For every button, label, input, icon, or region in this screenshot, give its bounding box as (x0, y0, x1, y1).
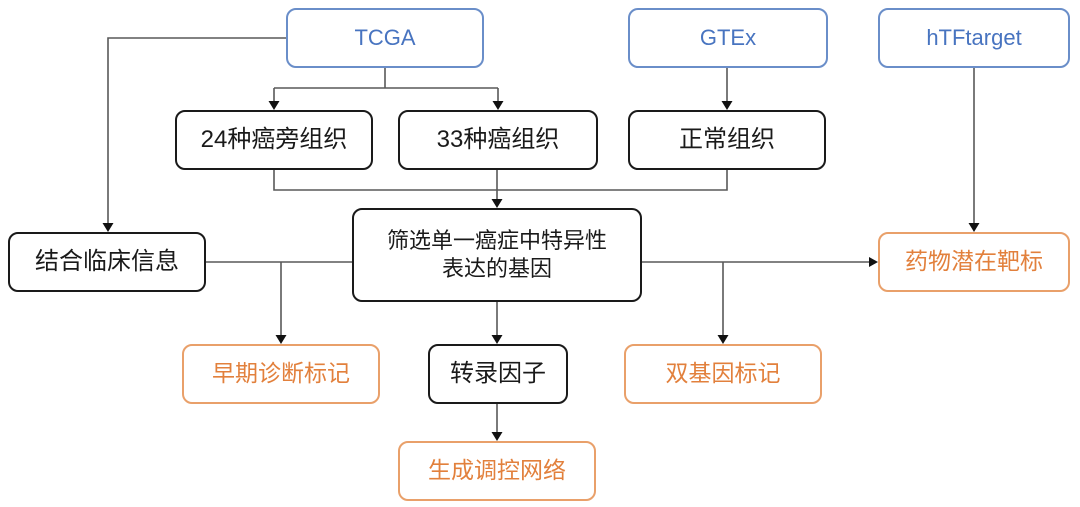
node-earlydiag[interactable]: 早期诊断标记 (182, 344, 380, 404)
arrowhead-tf-to-network (491, 432, 503, 441)
node-label-normal: 正常组织 (679, 125, 775, 153)
arrowhead-tcga-to-clinical (102, 223, 114, 232)
node-drugtarget[interactable]: 药物潜在靶标 (878, 232, 1070, 292)
node-label-drugtarget: 药物潜在靶标 (905, 248, 1043, 275)
arrowhead-htftarget-to-drugtarget (968, 223, 980, 232)
node-clinical[interactable]: 结合临床信息 (8, 232, 206, 292)
node-gtex[interactable]: GTEx (628, 8, 828, 68)
node-label-paracancer: 24种癌旁组织 (200, 125, 348, 153)
arrowhead-tcga-to-paracancer (268, 101, 280, 110)
node-label-dualgene: 双基因标记 (665, 360, 781, 387)
node-htftarget[interactable]: hTFtarget (878, 8, 1070, 68)
node-network[interactable]: 生成调控网络 (398, 441, 596, 501)
arrowhead-gtex-to-normal (721, 101, 733, 110)
node-tcga[interactable]: TCGA (286, 8, 484, 68)
node-label-clinical: 结合临床信息 (35, 247, 179, 275)
edge-normal-to-screen (497, 170, 728, 191)
arrowhead-screen-to-dualgene (717, 335, 729, 344)
node-cancer[interactable]: 33种癌组织 (398, 110, 598, 170)
arrowhead-screen-to-drugtarget (869, 257, 878, 267)
node-label-cancer: 33种癌组织 (436, 125, 560, 153)
node-tf[interactable]: 转录因子 (428, 344, 568, 404)
node-normal[interactable]: 正常组织 (628, 110, 826, 170)
node-paracancer[interactable]: 24种癌旁组织 (175, 110, 373, 170)
arrowhead-cancer-to-screen (491, 199, 503, 208)
edge-tcga-to-paracancer (273, 68, 498, 104)
node-dualgene[interactable]: 双基因标记 (624, 344, 822, 404)
arrowhead-screen-to-tf (491, 335, 503, 344)
arrowhead-tcga-to-cancer (492, 101, 504, 110)
node-label-htftarget: hTFtarget (926, 24, 1022, 50)
node-screen[interactable]: 筛选单一癌症中特异性 表达的基因 (352, 208, 642, 302)
node-label-screen: 筛选单一癌症中特异性 表达的基因 (386, 227, 607, 281)
node-label-network: 生成调控网络 (428, 457, 566, 484)
node-label-earlydiag: 早期诊断标记 (212, 360, 350, 387)
arrowhead-clinical-to-earlydiag (275, 335, 287, 344)
node-label-tcga: TCGA (354, 24, 416, 50)
node-label-gtex: GTEx (699, 24, 757, 50)
node-label-tf: 转录因子 (450, 359, 546, 387)
edge-paracancer-to-screen (273, 170, 497, 191)
